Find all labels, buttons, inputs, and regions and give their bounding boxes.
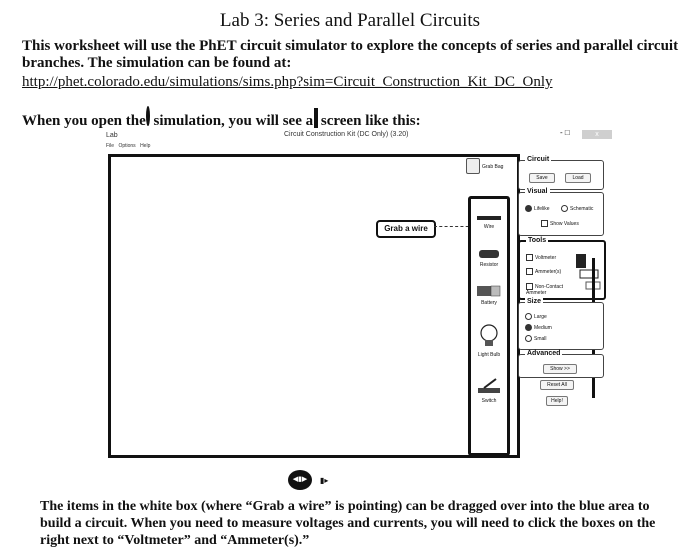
- visual-legend: Visual: [525, 188, 550, 195]
- size-large-radio[interactable]: Large: [525, 313, 547, 320]
- load-button[interactable]: Load: [565, 173, 591, 183]
- page-title: Lab 3: Series and Parallel Circuits: [219, 10, 481, 31]
- instructions-paragraph: The items in the white box (where “Grab …: [40, 499, 656, 548]
- radio-empty-icon: [525, 335, 532, 342]
- grab-bag-button[interactable]: Grab Bag: [462, 156, 512, 186]
- open-text-1: When you open the: [22, 113, 146, 129]
- circuit-panel: Circuit Save Load: [518, 156, 604, 190]
- hand-drawn-circle: [145, 106, 150, 126]
- open-text-2: you will see a: [228, 113, 314, 129]
- tools-panel: Tools Voltmeter Ammeter(s) Non-Contact A…: [518, 237, 606, 300]
- bag-icon: [466, 158, 480, 174]
- wire-icon: [477, 216, 501, 220]
- ammeter-checkbox[interactable]: Ammeter(s): [526, 268, 561, 275]
- checkbox-icon: [526, 254, 533, 261]
- tool-switch[interactable]: Switch: [471, 377, 507, 404]
- minimize-maximize-icon[interactable]: - □: [560, 128, 570, 137]
- save-button[interactable]: Save: [529, 173, 555, 183]
- battery-icon: [477, 285, 501, 297]
- circled-word-simulation: simulation,: [145, 106, 225, 129]
- window-title: Circuit Construction Kit (DC Only) (3.20…: [284, 131, 409, 138]
- grab-bag-label: Grab Bag: [482, 164, 504, 170]
- step-button[interactable]: ▮▸: [320, 476, 329, 485]
- component-toolbox: Wire Resistor Battery Light Bulb Switch: [468, 196, 510, 456]
- size-medium-radio[interactable]: Medium: [525, 324, 552, 331]
- tool-battery[interactable]: Battery: [471, 285, 507, 306]
- open-text-3: like this:: [365, 113, 421, 129]
- boxed-word-screen: screen: [313, 108, 361, 129]
- play-pause-button[interactable]: ◀▮▶: [288, 470, 312, 490]
- tool-light-bulb[interactable]: Light Bulb: [471, 323, 507, 358]
- simulator-screenshot: Lab File Options Help Circuit Constructi…: [104, 128, 614, 500]
- app-icon: Lab: [106, 132, 118, 139]
- help-button[interactable]: Help!: [546, 396, 568, 406]
- radio-empty-icon: [525, 313, 532, 320]
- checkbox-icon: [526, 283, 533, 290]
- schematic-radio[interactable]: Schematic: [561, 205, 593, 212]
- tools-legend: Tools: [526, 237, 549, 244]
- advanced-panel: Advanced Show >>: [518, 350, 604, 378]
- show-advanced-button[interactable]: Show >>: [543, 364, 577, 374]
- tool-wire[interactable]: Wire: [471, 215, 507, 230]
- size-legend: Size: [525, 298, 544, 305]
- advanced-legend: Advanced: [525, 350, 563, 357]
- noncontact-ammeter-checkbox[interactable]: Non-Contact Ammeter: [526, 283, 564, 296]
- hand-drawn-box: [313, 108, 318, 128]
- size-panel: Size Large Medium Small: [518, 298, 604, 350]
- resistor-icon: [479, 250, 499, 258]
- open-sentence: When you open the simulation, you will s…: [22, 106, 421, 130]
- callout-arrow: [434, 226, 474, 227]
- switch-icon: [478, 378, 500, 393]
- close-icon[interactable]: x: [582, 130, 612, 139]
- visual-panel: Visual Lifelike Schematic Show Values: [518, 188, 604, 236]
- circuit-canvas[interactable]: [108, 154, 520, 458]
- lifelike-radio[interactable]: Lifelike: [525, 205, 550, 212]
- reset-all-button[interactable]: Reset All: [540, 380, 574, 390]
- checkbox-icon: [541, 220, 548, 227]
- meter-thumbnails-icon: [576, 254, 601, 290]
- radio-selected-icon: [525, 205, 532, 212]
- light-bulb-icon: [480, 324, 498, 346]
- intro-paragraph: This worksheet will use the PhET circuit…: [22, 38, 679, 71]
- show-values-checkbox[interactable]: Show Values: [541, 220, 579, 227]
- radio-empty-icon: [561, 205, 568, 212]
- menu-bar[interactable]: File Options Help: [106, 143, 151, 149]
- circuit-legend: Circuit: [525, 156, 552, 163]
- simulation-url-link[interactable]: http://phet.colorado.edu/simulations/sim…: [22, 74, 553, 90]
- voltmeter-checkbox[interactable]: Voltmeter: [526, 254, 556, 261]
- grab-a-wire-callout: Grab a wire: [376, 220, 436, 238]
- checkbox-icon: [526, 268, 533, 275]
- tool-resistor[interactable]: Resistor: [471, 249, 507, 268]
- radio-selected-icon: [525, 324, 532, 331]
- window-controls[interactable]: - □ x: [558, 128, 614, 140]
- size-small-radio[interactable]: Small: [525, 335, 547, 342]
